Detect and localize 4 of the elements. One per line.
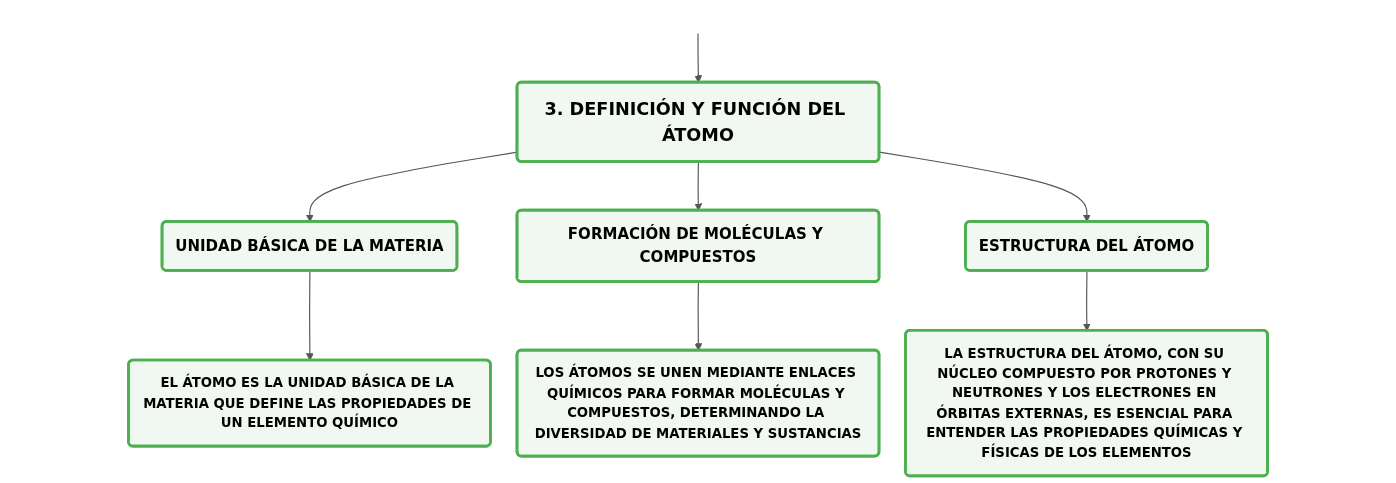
arrow: [694, 32, 703, 83]
arrow: [306, 270, 314, 361]
arrow: [694, 281, 703, 351]
arrow: [694, 161, 703, 211]
